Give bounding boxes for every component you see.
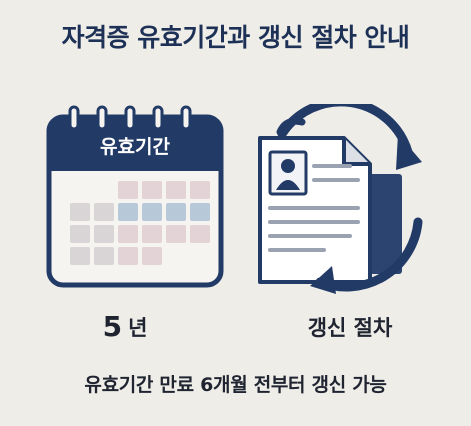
calendar-day-cell — [118, 203, 138, 221]
calendar-day-cell — [70, 225, 90, 243]
validity-number: 5 — [102, 310, 123, 343]
calendar-day-cell — [166, 225, 186, 243]
calendar-day-cell — [142, 225, 162, 243]
calendar-label: 유효기간 — [100, 136, 170, 158]
calendar-icon: 유효기간 — [46, 105, 224, 288]
footer-note: 유효기간 만료 6개월 전부터 갱신 가능 — [84, 374, 387, 396]
calendar-day-cell — [190, 181, 210, 199]
calendar-day-cell — [142, 181, 162, 199]
calendar-day-cell — [118, 181, 138, 199]
calendar-day-cell — [118, 247, 138, 265]
calendar-day-cell — [190, 225, 210, 243]
calendar-day-cell — [190, 203, 210, 221]
page-title: 자격증 유효기간과 갱신 절차 안내 — [61, 23, 410, 52]
validity-unit: 년 — [128, 316, 148, 340]
calendar-day-cell — [70, 203, 90, 221]
calendar-day-cell — [94, 203, 114, 221]
renewal-illustration — [250, 97, 430, 298]
calendar-day-cell — [166, 181, 186, 199]
renewal-caption: 갱신 절차 — [307, 316, 393, 340]
document-refresh-icon — [258, 97, 423, 294]
calendar-day-cell — [94, 247, 114, 265]
calendar-day-cell — [118, 225, 138, 243]
calendar-day-cell — [166, 203, 186, 221]
calendar-illustration: 유효기간 — [46, 105, 226, 294]
calendar-day-cell — [94, 225, 114, 243]
calendar-day-cell — [70, 247, 90, 265]
calendar-day-cell — [142, 203, 162, 221]
calendar-day-cell — [142, 247, 162, 265]
